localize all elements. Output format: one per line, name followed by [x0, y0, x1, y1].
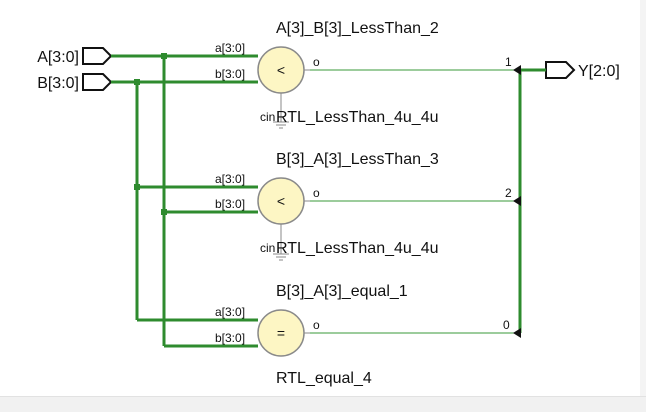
pin-o-label: o	[313, 318, 320, 332]
bit-index-1: 1	[505, 55, 512, 69]
pin-cin-label: cin	[260, 110, 275, 124]
operator-symbol: <	[277, 62, 285, 78]
pin-o-label: o	[313, 186, 320, 200]
net-b-junction	[134, 184, 140, 190]
pin-cin-label: cin	[260, 241, 275, 255]
bus-ripper-0	[513, 328, 521, 338]
input-port-a-label: A[3:0]	[37, 49, 79, 66]
input-port-a-shape	[82, 47, 113, 65]
net-b-bus[interactable]	[111, 79, 258, 322]
net-y-bus[interactable]: 1 2 0	[503, 55, 546, 338]
net-y-wire	[518, 68, 546, 333]
net-a-bus[interactable]	[111, 53, 258, 348]
pin-a-label: a[3:0]	[215, 172, 245, 186]
net-a-junction	[161, 209, 167, 215]
operator-symbol: <	[277, 193, 285, 209]
bit-index-2: 2	[505, 186, 512, 200]
cell-instance-name: B[3]_A[3]_LessThan_3	[276, 151, 439, 168]
net-a-wire	[111, 54, 258, 348]
input-port-b-shape	[82, 73, 113, 91]
comparator-body	[257, 46, 305, 94]
horizontal-scrollbar[interactable]	[0, 396, 646, 412]
ground-icon	[273, 253, 289, 261]
net-a-junction	[161, 53, 167, 59]
cell-type-name: RTL_equal_4	[276, 370, 372, 387]
cell-equal-1[interactable]: B[3]_A[3]_equal_1 a[3:0] b[3:0] o = RTL_…	[215, 283, 408, 387]
pin-b-label: b[3:0]	[215, 331, 245, 345]
bit-index-0: 0	[503, 318, 510, 332]
output-port-y[interactable]: Y[2:0]	[545, 61, 620, 80]
cell-instance-name: A[3]_B[3]_LessThan_2	[276, 20, 439, 37]
bus-ripper-2	[513, 196, 521, 206]
pin-a-label: a[3:0]	[215, 41, 245, 55]
bus-ripper-1	[513, 65, 521, 75]
cell-type-name: RTL_LessThan_4u_4u	[276, 109, 439, 126]
pin-b-label: b[3:0]	[215, 67, 245, 81]
cell-instance-name: B[3]_A[3]_equal_1	[276, 283, 408, 300]
operator-symbol: =	[277, 325, 285, 341]
pin-b-label: b[3:0]	[215, 197, 245, 211]
net-b-junction	[134, 79, 140, 85]
input-port-b-label: B[3:0]	[37, 75, 79, 92]
pin-o-label: o	[313, 55, 320, 69]
canvas-right-edge	[640, 0, 646, 396]
output-port-y-shape	[545, 61, 576, 79]
cell-less-than-2[interactable]: A[3]_B[3]_LessThan_2 a[3:0] b[3:0] o < c…	[215, 20, 439, 129]
comparator-body	[257, 309, 305, 357]
cell-less-than-3[interactable]: B[3]_A[3]_LessThan_3 a[3:0] b[3:0] o < c…	[215, 151, 439, 261]
comparator-body	[257, 177, 305, 225]
cell-type-name: RTL_LessThan_4u_4u	[276, 240, 439, 257]
output-port-y-label: Y[2:0]	[578, 63, 620, 80]
pin-a-label: a[3:0]	[215, 305, 245, 319]
ground-icon	[273, 121, 289, 129]
input-port-a[interactable]: A[3:0]	[37, 47, 113, 66]
net-b-wire	[111, 80, 258, 322]
input-port-b[interactable]: B[3:0]	[37, 73, 113, 92]
